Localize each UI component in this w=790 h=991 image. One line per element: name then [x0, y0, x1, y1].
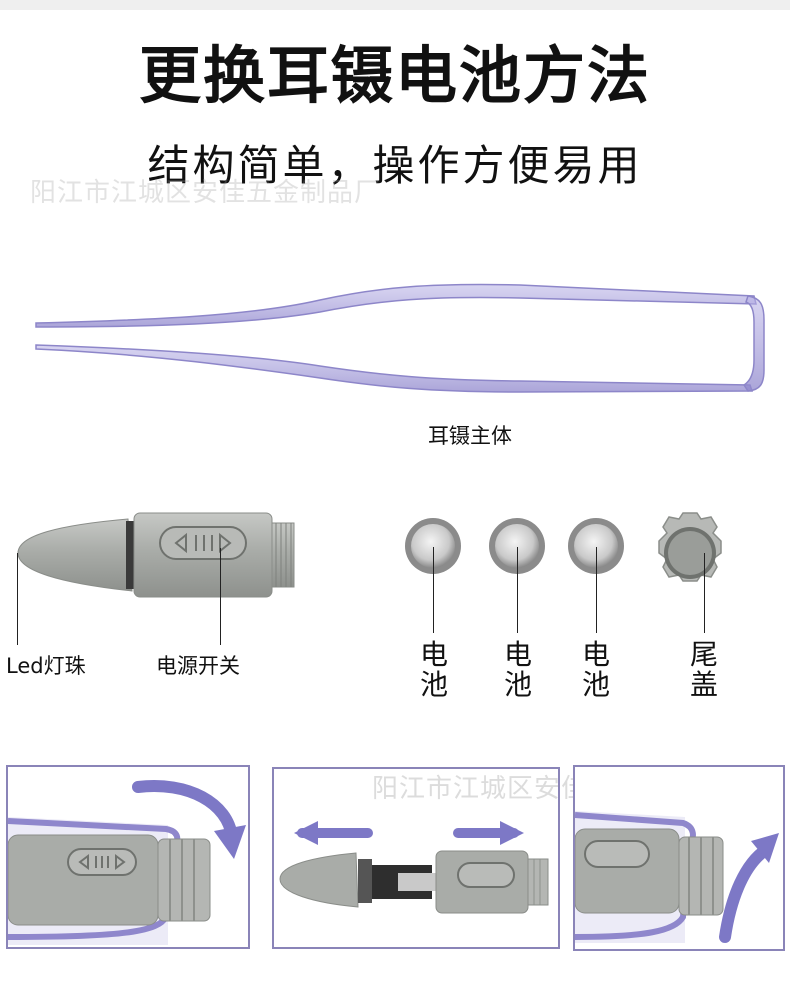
- watermark-top: 阳江市江城区安佳五金制品厂: [30, 178, 382, 208]
- leader-cap: [704, 553, 705, 633]
- battery-3-icon: [568, 518, 624, 574]
- leader-battery-2: [517, 547, 518, 633]
- leader-led: [17, 553, 18, 645]
- battery-1-icon: [405, 518, 461, 574]
- tail-cap-icon: [658, 512, 722, 582]
- battery-2-icon: [489, 518, 545, 574]
- label-battery-2: 电 池: [502, 640, 534, 700]
- leader-battery-3: [596, 547, 597, 633]
- label-battery-3: 电 池: [580, 640, 612, 700]
- label-led: Led灯珠: [6, 654, 86, 678]
- top-bar: [0, 0, 790, 10]
- step-panel-3: [573, 765, 785, 951]
- label-cap: 尾 盖: [688, 640, 720, 700]
- step-3-illustration: [575, 811, 779, 943]
- leader-switch: [220, 548, 221, 645]
- step-panel-1: [6, 765, 250, 949]
- step-panel-2: [272, 767, 560, 949]
- leader-battery-1: [433, 547, 434, 633]
- label-battery-1: 电 池: [418, 640, 450, 700]
- battery-cap-group: [405, 512, 722, 582]
- led-switch-module: [17, 512, 295, 598]
- label-tweezer-body: 耳镊主体: [428, 424, 512, 448]
- label-battery-2-text: 电 池: [503, 638, 532, 701]
- page-subtitle: 结构简单，操作方便易用: [147, 141, 643, 190]
- label-cap-text: 尾 盖: [689, 638, 718, 701]
- label-battery-3-text: 电 池: [581, 638, 610, 701]
- label-battery-1-text: 电 池: [419, 638, 448, 701]
- step-2-illustration: [279, 821, 549, 914]
- page-title: 更换耳镊电池方法: [138, 39, 651, 112]
- step-1-illustration: [8, 780, 246, 945]
- label-switch: 电源开关: [156, 654, 240, 678]
